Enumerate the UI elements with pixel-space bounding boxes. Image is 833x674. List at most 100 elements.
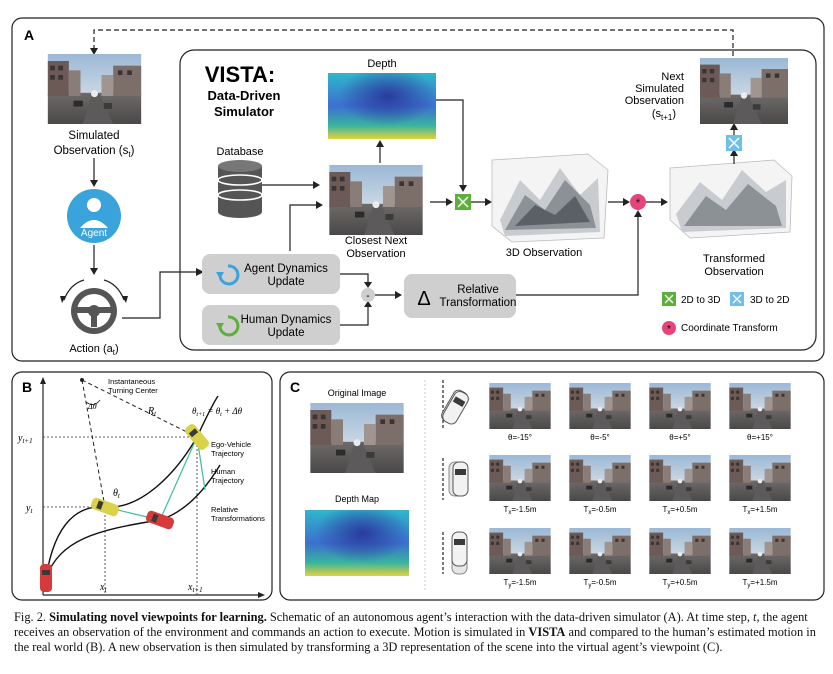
legend: 2D to 3D 3D to 2D * Coordinate Transform <box>662 292 789 335</box>
panel-b-label: B <box>22 379 32 395</box>
agent-dynamics-label-1: Agent Dynamics <box>244 263 328 275</box>
human-trajectory-label-2: Trajectory <box>211 476 244 485</box>
agent-dynamics-box <box>202 254 340 294</box>
depth-label: Depth <box>367 58 396 70</box>
3d-observation-image <box>491 153 609 243</box>
yellow-vehicle-t <box>90 497 120 517</box>
3d-to-2d-icon <box>726 135 742 151</box>
transformed-label-2: Observation <box>704 266 763 278</box>
delta-symbol: Δ <box>417 288 430 310</box>
ego-trajectory-label-1: Ego-Vehicle <box>211 440 251 449</box>
rotation-label: θ=-5° <box>590 433 609 442</box>
next-simulated-observation-image <box>700 58 788 124</box>
action-label: Action (at) <box>69 343 118 357</box>
radius-label: Rt <box>147 406 157 418</box>
x-t1-label: xt+1 <box>187 582 203 594</box>
panel-b: B Instantaneous Turning Center Δθ Rt θt+… <box>11 371 273 601</box>
2d-to-3d-icon <box>455 194 471 210</box>
depth-map-label: Depth Map <box>335 494 379 504</box>
y-t-label: yt <box>25 503 33 515</box>
steering-wheel-icon <box>60 279 128 334</box>
relative-transformation-label-2: Transformation <box>440 297 517 309</box>
translation-y-label: Ty=+0.5m <box>662 578 697 589</box>
svg-text:-: - <box>366 290 370 302</box>
panel-c-label: C <box>290 379 300 395</box>
closest-next-observation-image <box>329 165 423 235</box>
relative-transformations-label-2: Transformations <box>211 514 265 523</box>
original-image-label: Original Image <box>328 388 387 398</box>
rotation-label: θ=-15° <box>508 433 532 442</box>
y-t1-label: yt+1 <box>17 433 33 445</box>
delta-theta-label: Δθ <box>87 402 97 411</box>
next-sim-label-2: Simulated <box>635 83 684 95</box>
caption-fig-number: Fig. 2. <box>14 610 47 624</box>
thumbnail-row-1: θ=-15° θ=-5° θ=+5° θ=+15° <box>489 383 791 442</box>
database-label: Database <box>216 146 263 158</box>
next-sim-label-1: Next <box>661 71 684 83</box>
thumbnail-row-2: Tx=-1.5m Tx=-0.5m Tx=+0.5m Tx=+1.5m <box>489 455 791 516</box>
caption-title: Simulating novel viewpoints for learning… <box>49 610 267 624</box>
translation-x-label: Tx=-0.5m <box>583 505 616 516</box>
thumbnail-row-3: Ty=-1.5m Ty=-0.5m Ty=+0.5m Ty=+1.5m <box>489 528 791 589</box>
svg-text:*: * <box>667 324 671 335</box>
next-sim-label-4: (st+1) <box>652 108 676 122</box>
3d-observation-label: 3D Observation <box>506 247 582 259</box>
legend-coordinate-transform: Coordinate Transform <box>681 323 778 334</box>
translation-y-label: Ty=+1.5m <box>742 578 777 589</box>
translation-y-car-icon <box>442 531 468 575</box>
vista-subtitle-1: Data-Driven <box>208 88 281 103</box>
feedback-arrowhead <box>90 48 98 55</box>
translation-y-label: Ty=-0.5m <box>583 578 616 589</box>
translation-x-label: Tx=+0.5m <box>662 505 697 516</box>
vista-title: VISTA: <box>205 62 275 87</box>
next-sim-label-3: Observation <box>625 95 684 107</box>
translation-x-label: Tx=+1.5m <box>742 505 777 516</box>
refresh-green-icon <box>216 315 240 337</box>
rotation-label: θ=+15° <box>747 433 773 442</box>
turning-center-label-2: Turning Center <box>108 386 158 395</box>
red-vehicle-t <box>145 510 175 530</box>
panel-b-frame <box>11 371 273 601</box>
panel-a-label: A <box>24 27 34 43</box>
relative-transformation-label-1: Relative <box>457 284 499 296</box>
svg-text:*: * <box>636 196 641 210</box>
theta-t-label: θt <box>113 488 121 500</box>
action-to-dynamics-arrow <box>122 271 200 319</box>
vista-subtitle-2: Simulator <box>214 104 274 119</box>
legend-2d-to-3d: 2D to 3D <box>681 295 720 306</box>
human-trajectory <box>45 464 221 579</box>
rotation-car-icon <box>439 380 471 428</box>
panel-a: A Simulated Observation (st) Agent <box>11 17 825 362</box>
closest-next-label-1: Closest Next <box>345 235 407 247</box>
figure-caption: Fig. 2. Simulating novel viewpoints for … <box>14 610 822 655</box>
panel-a-frame <box>11 17 825 362</box>
panel-c-frame <box>279 371 825 601</box>
refresh-blue-icon <box>216 264 240 286</box>
simulated-observation-label: Simulated <box>68 130 119 142</box>
panel-c: C Original Image Depth Map <box>279 371 825 601</box>
human-dynamics-label-1: Human Dynamics <box>241 314 332 326</box>
yellow-vehicle-t1 <box>185 424 209 450</box>
legend-3d-to-2d: 3D to 2D <box>750 295 789 306</box>
translation-x-label: Tx=-1.5m <box>503 505 536 516</box>
transformed-label-1: Transformed <box>703 253 765 265</box>
simulated-observation-label-2: Observation (st) <box>54 145 135 159</box>
red-vehicle-start <box>40 564 52 592</box>
database-icon <box>217 160 263 218</box>
translation-x-car-icon <box>442 458 469 500</box>
caption-text-3: and compared to the human’s estimated mo… <box>14 625 816 654</box>
transformed-observation-image <box>669 159 793 239</box>
turning-center-label-1: Instantaneous <box>108 377 155 386</box>
minus-node <box>361 288 375 302</box>
relative-transformations-label-1: Relative <box>211 505 238 514</box>
coordinate-transform-icon <box>630 194 646 210</box>
theta-update-label: θt+1 = θt + Δθ <box>192 406 243 418</box>
caption-t: t <box>753 610 757 624</box>
human-dynamics-label-2: Update <box>267 327 304 339</box>
ego-trajectory-label-2: Trajectory <box>211 449 244 458</box>
human-trajectory-label-1: Human <box>211 467 235 476</box>
human-dynamics-box <box>202 305 340 345</box>
x-t-label: xt <box>99 582 107 594</box>
original-image <box>310 403 404 473</box>
